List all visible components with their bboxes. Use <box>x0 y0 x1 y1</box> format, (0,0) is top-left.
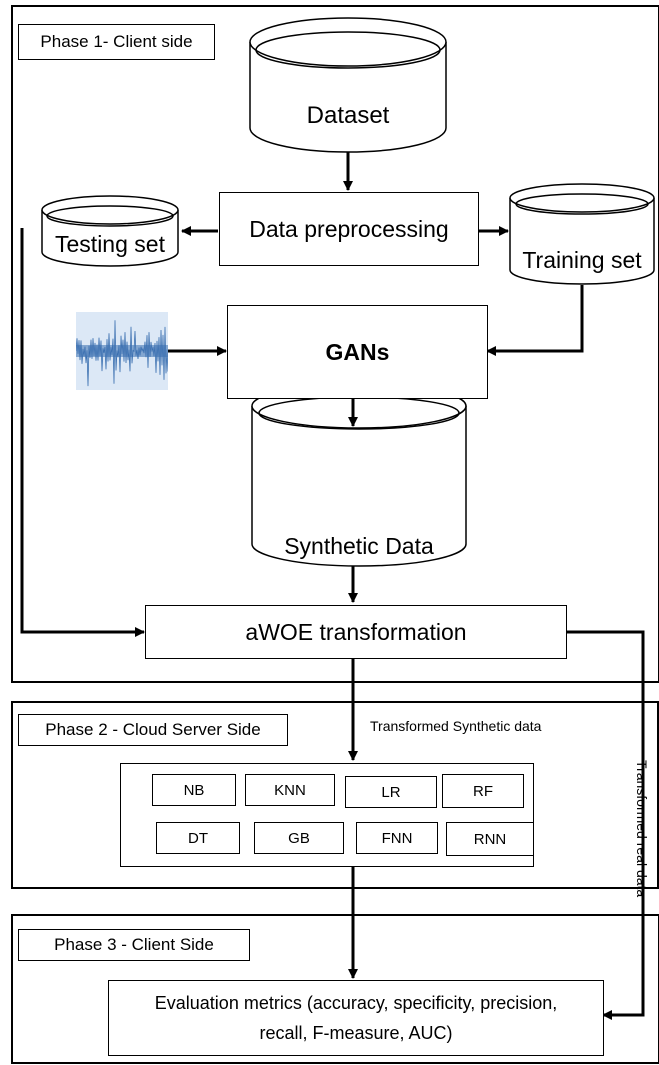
model-rf: RF <box>442 774 524 808</box>
dataset-cylinder <box>249 17 447 153</box>
model-rnn: RNN <box>446 822 534 856</box>
noise-signal-icon <box>76 312 168 390</box>
phase3-title: Phase 3 - Client Side <box>18 929 250 961</box>
evaluation-line1: Evaluation metrics (accuracy, specificit… <box>154 993 558 1013</box>
synthetic-data-label: Synthetic Data <box>284 532 434 559</box>
phase2-container <box>11 701 659 889</box>
gans-box: GANs <box>227 305 488 399</box>
data-preprocessing-box: Data preprocessing <box>219 192 479 266</box>
arrow-awoe-to-evaluation <box>566 630 645 1020</box>
training-set-label: Training set <box>522 246 642 273</box>
testing-set-label: Testing set <box>55 230 165 257</box>
model-fnn: FNN <box>356 822 438 854</box>
model-knn: KNN <box>245 774 335 806</box>
phase2-title: Phase 2 - Cloud Server Side <box>18 714 288 746</box>
model-gb: GB <box>254 822 344 854</box>
transformed-synthetic-label: Transformed Synthetic data <box>370 718 542 734</box>
phase1-title: Phase 1- Client side <box>18 24 215 60</box>
evaluation-line2: recall, F-measure, AUC) <box>259 1023 453 1043</box>
evaluation-metrics-box: Evaluation metrics (accuracy, specificit… <box>108 980 604 1056</box>
arrow-testing-to-awoe <box>20 228 145 637</box>
dataset-label: Dataset <box>306 102 390 129</box>
training-set-cylinder <box>509 183 655 285</box>
model-lr: LR <box>345 776 437 808</box>
phase1-container <box>11 5 659 683</box>
model-dt: DT <box>156 822 240 854</box>
phase3-container <box>11 914 659 1064</box>
transformed-real-label: Transformed real data <box>634 760 650 898</box>
model-nb: NB <box>152 774 236 806</box>
testing-set-cylinder <box>41 195 179 267</box>
awoe-transformation-box: aWOE transformation <box>145 605 567 659</box>
arrow-training-to-gans <box>486 285 584 356</box>
